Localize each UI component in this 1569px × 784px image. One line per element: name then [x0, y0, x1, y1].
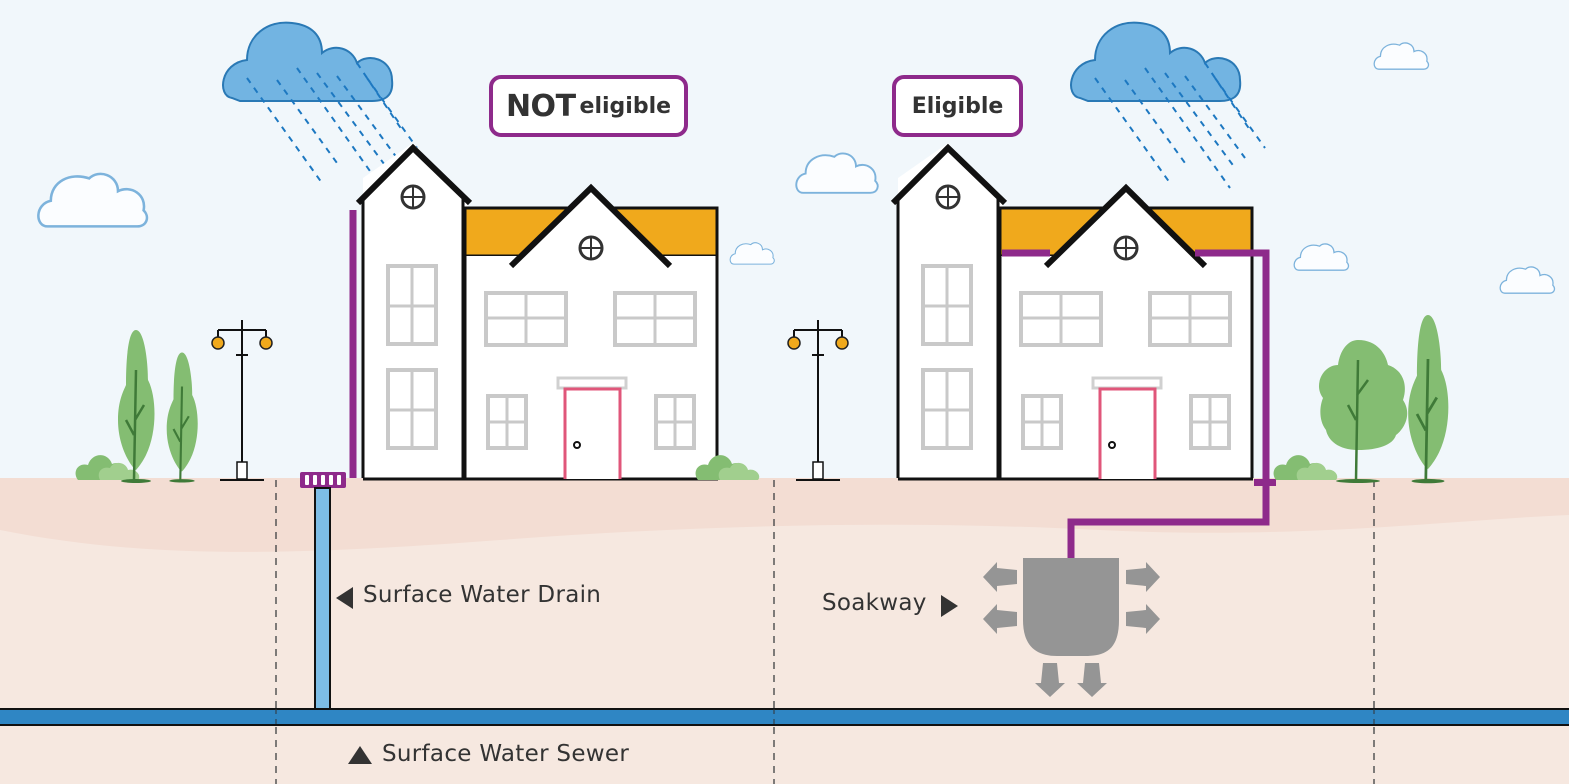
property-boundaries — [275, 480, 1375, 784]
surface-water-sewer-label: Surface Water Sewer — [348, 741, 629, 767]
triangle-up-icon — [348, 745, 372, 764]
gully-grate-slots — [305, 475, 341, 485]
soakway-label: Soakway — [822, 590, 958, 617]
eligible-badge: Eligible — [892, 75, 1023, 137]
triangle-right-icon — [940, 594, 958, 617]
label-text: Surface Water Drain — [363, 582, 602, 608]
badge-text: Eligible — [911, 93, 1004, 119]
downpipe-right — [1002, 249, 1270, 558]
triangle-left-icon — [336, 586, 353, 609]
label-text: Surface Water Sewer — [382, 741, 630, 767]
label-text: Soakway — [822, 590, 927, 616]
surface-water-sewer-pipe — [0, 708, 1569, 726]
pipe-bracket — [1254, 479, 1276, 486]
badge-rest-text: eligible — [579, 93, 672, 119]
ground-lower-layer — [0, 515, 1569, 784]
surface-water-drain-label: Surface Water Drain — [336, 582, 601, 609]
badge-strong-text: NOT — [505, 88, 576, 124]
not-eligible-badge: NOT eligible — [489, 75, 688, 137]
soakway-chamber — [1023, 558, 1119, 656]
surface-water-drain-pipe — [314, 487, 331, 711]
